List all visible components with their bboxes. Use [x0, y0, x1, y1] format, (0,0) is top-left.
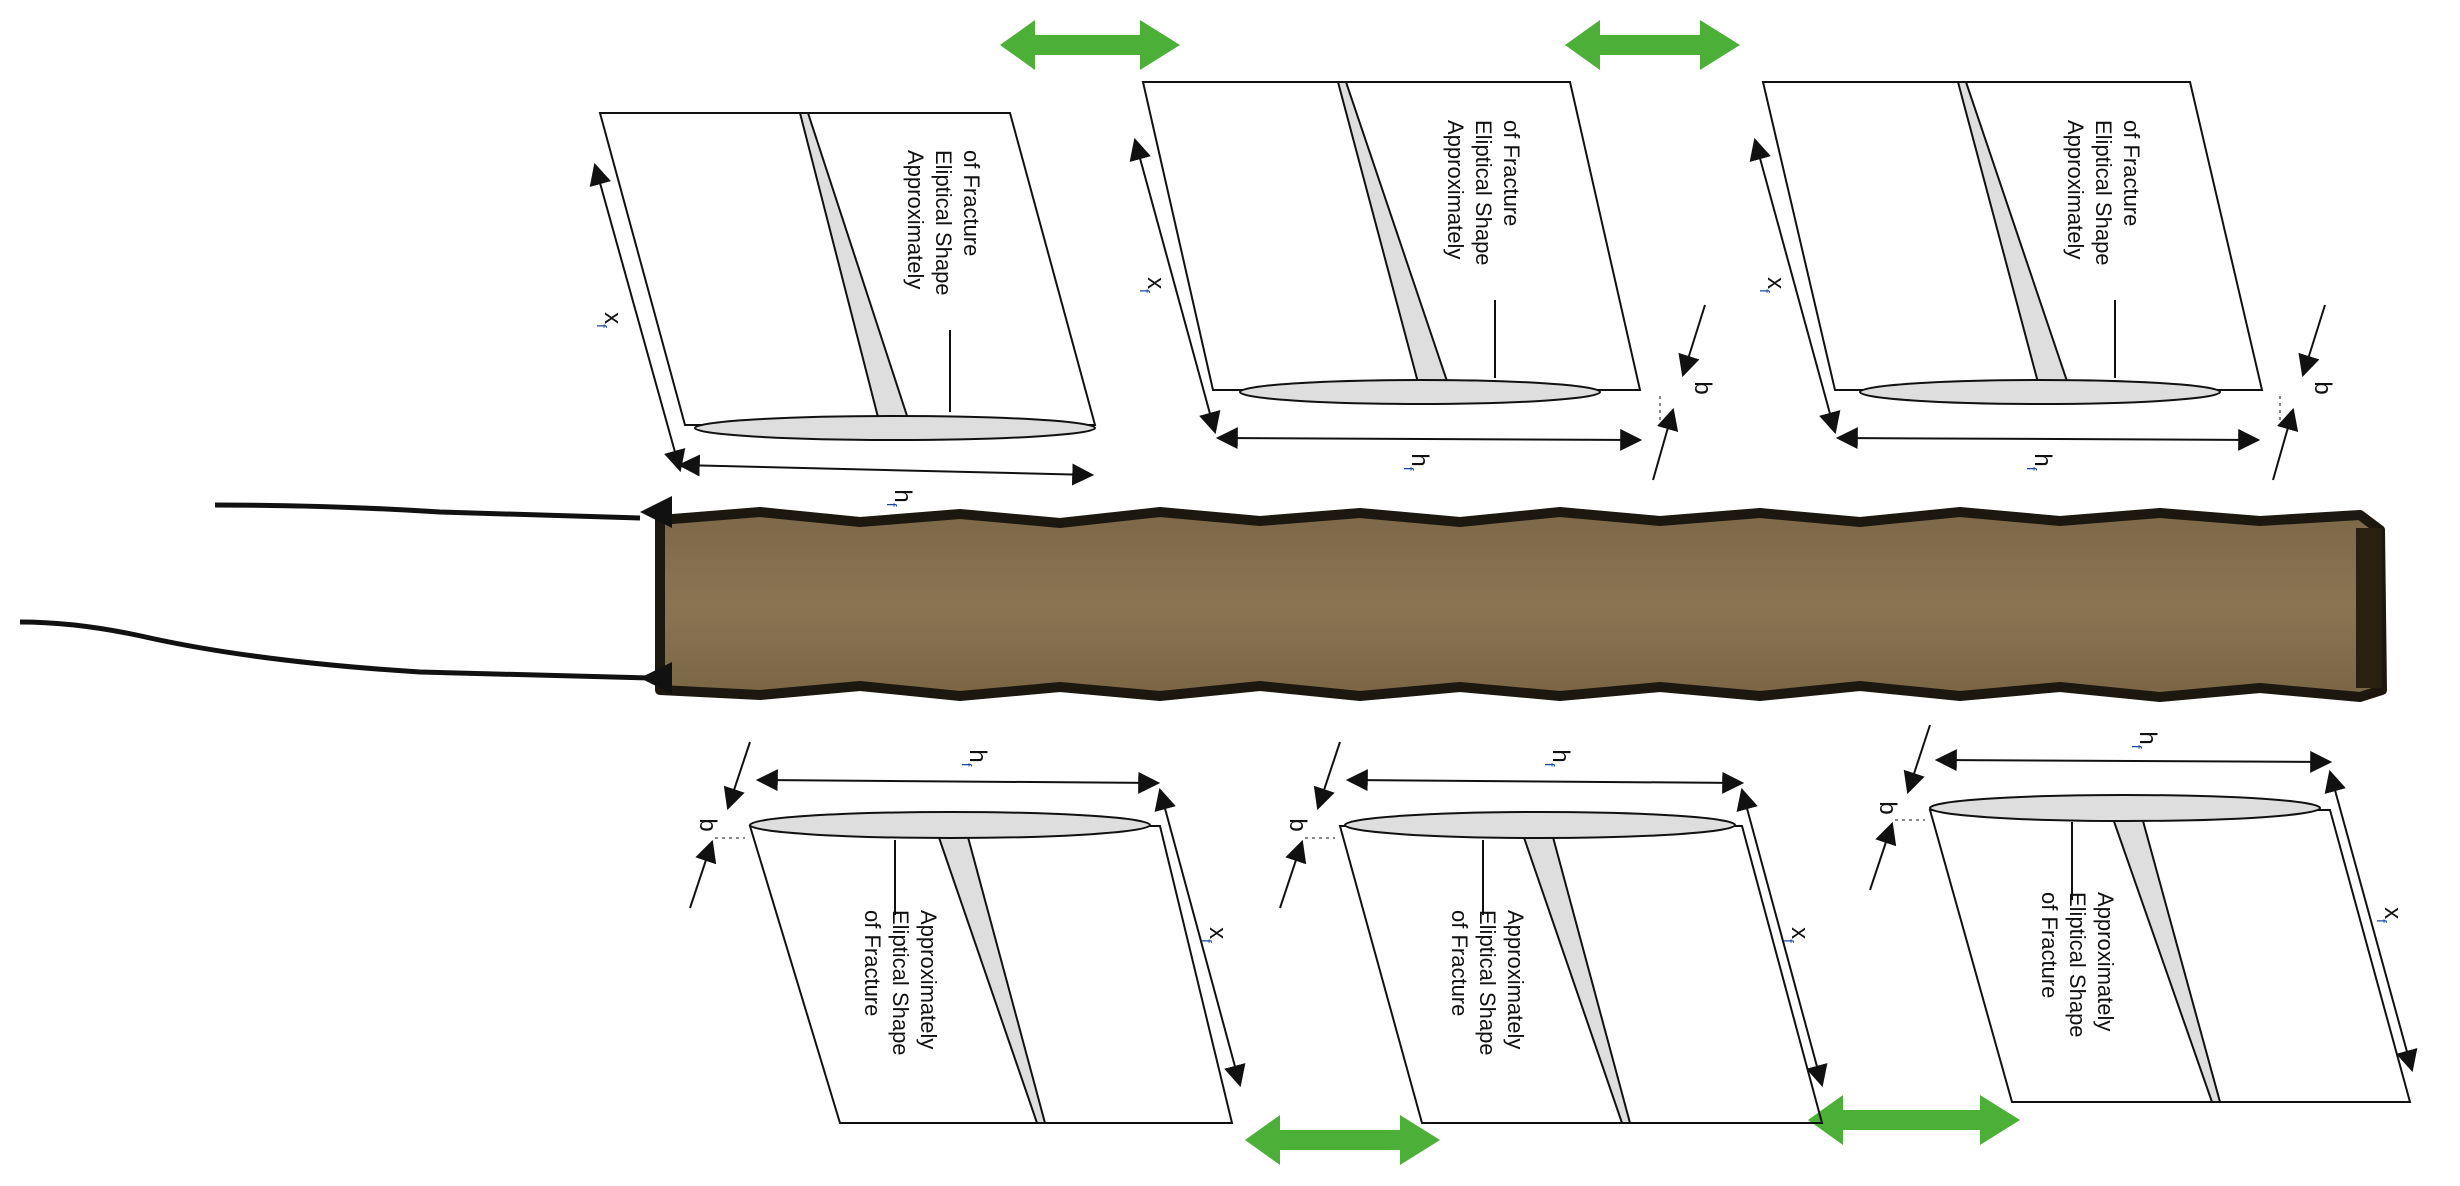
svg-text:xf: xf: [1199, 927, 1231, 943]
fracture-ellipse: [1929, 794, 2321, 822]
height-label: h: [2029, 453, 2056, 466]
dimension-arrow-icon: [2324, 769, 2418, 1073]
double-arrow-icon: [1808, 1095, 2020, 1145]
length-label: x: [2379, 907, 2406, 919]
svg-text:Eliptical Shape: Eliptical Shape: [931, 150, 956, 296]
wellbore: [19, 502, 651, 681]
length-label: x: [1204, 927, 1231, 939]
svg-text:hf: hf: [884, 489, 916, 506]
dimension-arrow-icon: [1652, 407, 1679, 481]
double-arrow-icon: [1245, 1115, 1440, 1165]
fracture-panel-top-3: b hf xf Approximately Eliptical Shape of…: [1749, 81, 2336, 481]
dimension-arrow-icon: [589, 162, 686, 473]
fracture-shape-label: Approximately: [903, 150, 928, 289]
width-label: b: [1874, 801, 1901, 814]
svg-text:hf: hf: [2024, 453, 2056, 470]
svg-text:of Fracture: of Fracture: [2037, 892, 2062, 998]
height-label: h: [1547, 749, 1574, 762]
svg-text:of Fracture: of Fracture: [860, 910, 885, 1016]
dimension-arrow-icon: [1678, 304, 1706, 378]
width-label: b: [2309, 381, 2336, 394]
svg-text:xf: xf: [1781, 927, 1813, 943]
svg-text:hf: hf: [1542, 749, 1574, 766]
svg-text:hf: hf: [959, 749, 991, 766]
formation-rock: [655, 507, 2387, 702]
dimension-arrow-icon: [1129, 137, 1221, 435]
height-label: h: [1406, 453, 1433, 466]
height-label: h: [2134, 731, 2161, 744]
fracture-shape-label: Approximately: [2063, 120, 2088, 259]
dimension-arrow-icon: [1279, 839, 1307, 909]
fracture-panel-bottom-1: b hf xf Approximately Eliptical Shape of…: [689, 741, 1246, 1124]
fracture-plane: [798, 112, 912, 426]
length-label: x: [1786, 927, 1813, 939]
svg-text:of Fracture: of Fracture: [1447, 910, 1472, 1016]
width-label: b: [1284, 818, 1311, 831]
length-label: x: [1142, 277, 1169, 289]
dimension-arrow-icon: [755, 769, 1161, 794]
double-arrow-icon: [1565, 20, 1740, 70]
fracture-ellipse: [1239, 379, 1601, 405]
svg-text:Eliptical Shape: Eliptical Shape: [2091, 120, 2116, 266]
fracture-plane: [1956, 81, 2072, 391]
fracture-ellipse: [1344, 811, 1736, 839]
formation-band: [640, 496, 2387, 702]
double-arrow-icon: [1000, 20, 1180, 70]
svg-text:of Fracture: of Fracture: [959, 150, 984, 256]
fracture-panel-bottom-2: b hf xf Approximately Eliptical Shape of…: [1279, 741, 1828, 1124]
fracture-plane: [933, 825, 1047, 1124]
spacing-arrows: [1000, 20, 2020, 1165]
height-label: h: [889, 489, 916, 502]
fracture-shape-label: Approximately: [2093, 892, 2118, 1031]
fracture-plane: [2108, 809, 2222, 1103]
width-label: b: [694, 818, 721, 831]
fracture-ellipse: [749, 811, 1151, 839]
fracture-panel-top-2: b hf xf Approximately Eliptical Shape of…: [1129, 81, 1716, 481]
svg-text:hf: hf: [2129, 731, 2161, 748]
fracture-ellipse: [694, 415, 1096, 441]
dimension-arrow-icon: [1736, 787, 1828, 1088]
length-label: x: [599, 312, 626, 324]
fracture-shape-label: Approximately: [1443, 120, 1468, 259]
dimension-arrow-icon: [2298, 304, 2326, 378]
fracture-plane: [1336, 81, 1452, 391]
svg-text:Eliptical Shape: Eliptical Shape: [888, 910, 913, 1056]
dimension-arrow-icon: [1215, 427, 1643, 451]
dimension-arrow-icon: [1345, 769, 1745, 794]
dimension-arrow-icon: [689, 839, 717, 909]
svg-text:of Fracture: of Fracture: [1499, 120, 1524, 226]
svg-text:Eliptical Shape: Eliptical Shape: [2065, 892, 2090, 1038]
length-label: x: [1762, 277, 1789, 289]
width-label: b: [1689, 381, 1716, 394]
dimension-arrow-icon: [1934, 749, 2333, 773]
svg-text:xf: xf: [1757, 277, 1789, 293]
fracture-ellipse: [1859, 379, 2221, 405]
svg-text:hf: hf: [1401, 453, 1433, 470]
dimension-arrow-icon: [1749, 137, 1841, 435]
fracture-shape-label: Approximately: [916, 910, 941, 1049]
svg-text:xf: xf: [594, 312, 626, 328]
svg-text:Eliptical Shape: Eliptical Shape: [1471, 120, 1496, 266]
fracture-shape-label: Approximately: [1503, 910, 1528, 1049]
dimension-arrow-icon: [723, 741, 751, 811]
dimension-arrow-icon: [1154, 787, 1246, 1088]
height-label: h: [964, 749, 991, 762]
dimension-arrow-icon: [1903, 724, 1931, 795]
svg-text:Eliptical Shape: Eliptical Shape: [1475, 910, 1500, 1056]
dimension-arrow-icon: [1313, 741, 1341, 811]
dimension-arrow-icon: [1869, 821, 1897, 891]
dimension-arrow-icon: [677, 454, 1095, 486]
svg-text:of Fracture: of Fracture: [2119, 120, 2144, 226]
dimension-arrow-icon: [2272, 407, 2299, 481]
fracture-plane: [1518, 825, 1632, 1124]
fracture-panel-top-1: hf xf Approximately Eliptical Shape of F…: [589, 112, 1097, 507]
fracture-panel-bottom-3: b hf xf Approximately Eliptical Shape of…: [1869, 724, 2418, 1103]
dimension-arrow-icon: [1835, 427, 2261, 451]
svg-text:xf: xf: [1137, 277, 1169, 293]
svg-text:xf: xf: [2374, 907, 2406, 923]
